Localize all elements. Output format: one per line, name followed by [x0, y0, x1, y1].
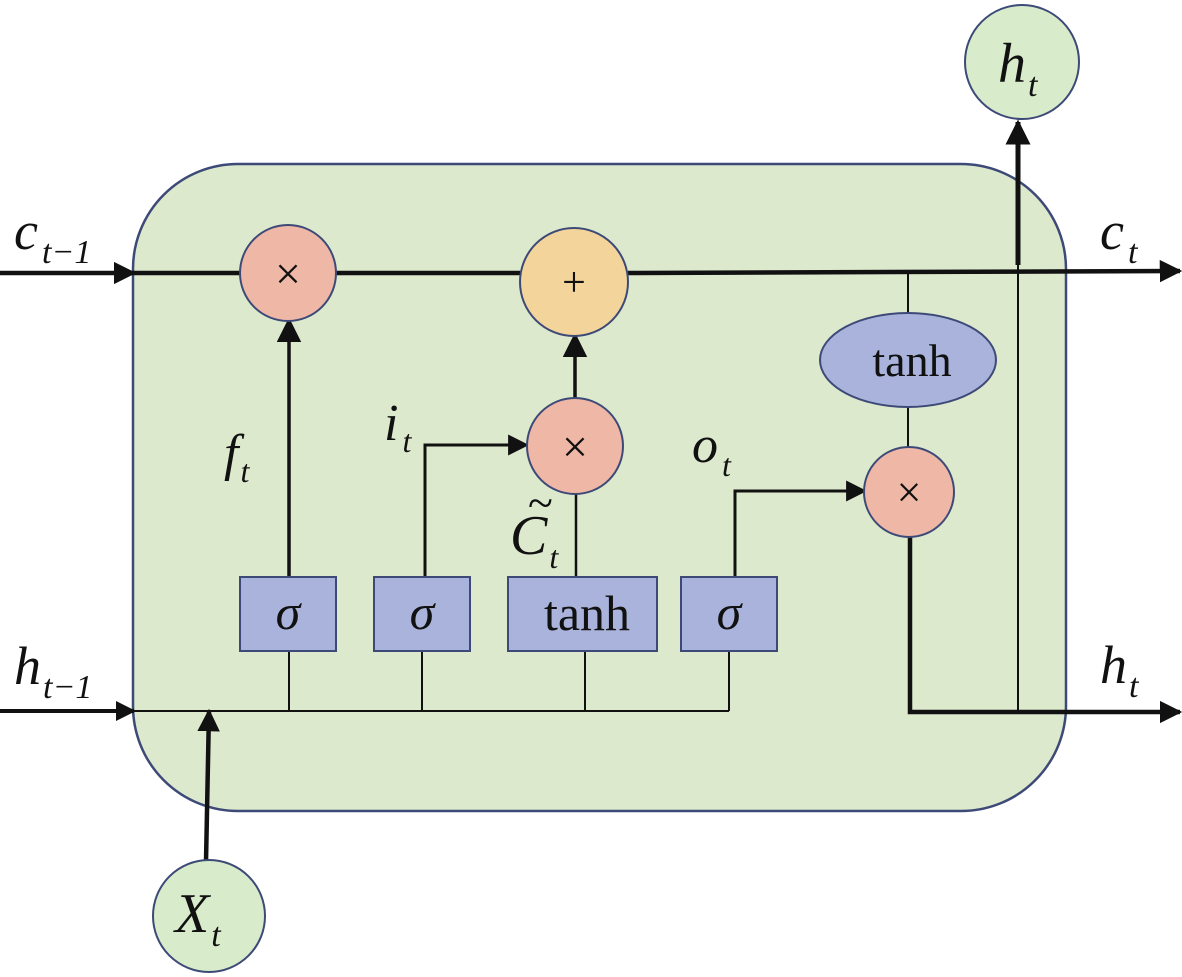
input-mult-node: ×: [526, 397, 624, 495]
add-node: +: [519, 227, 629, 337]
x-t-label: Xt: [173, 883, 222, 954]
add-symbol: +: [562, 260, 586, 306]
cell-tanh-node: tanh: [819, 312, 997, 408]
output-gate: σ: [680, 576, 778, 652]
forget-gate: σ: [239, 576, 337, 652]
output-gate-output-line: [733, 480, 868, 577]
input-mult-symbol: ×: [562, 421, 588, 472]
candidate-tilde: ~: [528, 477, 553, 528]
cell-state-out-line: [627, 259, 1182, 283]
output-mult-symbol: ×: [897, 468, 922, 517]
h-t-output-node: ht: [964, 4, 1080, 120]
forget-mult-node: ×: [239, 224, 337, 322]
candidate-label: Ct: [510, 505, 559, 575]
hidden-state-out-line: [907, 536, 1182, 724]
input-gate-symbol: σ: [410, 584, 437, 640]
output-mult-node: ×: [863, 446, 955, 538]
h-t-top-label: ht: [998, 33, 1039, 104]
h-prev-label: ht−1: [14, 636, 92, 706]
candidate-gate: tanh: [507, 576, 658, 652]
input-gate: σ: [373, 576, 471, 652]
output-gate-symbol: σ: [717, 584, 744, 640]
x-input-line: [197, 708, 220, 863]
candidate-gate-symbol: tanh: [544, 585, 630, 641]
forget-gate-symbol: σ: [276, 584, 303, 640]
h-t-right-label: ht: [1100, 635, 1140, 705]
cell-tanh-label: tanh: [872, 335, 951, 386]
input-gate-output-line: [423, 434, 530, 577]
forget-mult-symbol: ×: [275, 248, 301, 299]
x-input-node: Xt: [152, 859, 266, 973]
